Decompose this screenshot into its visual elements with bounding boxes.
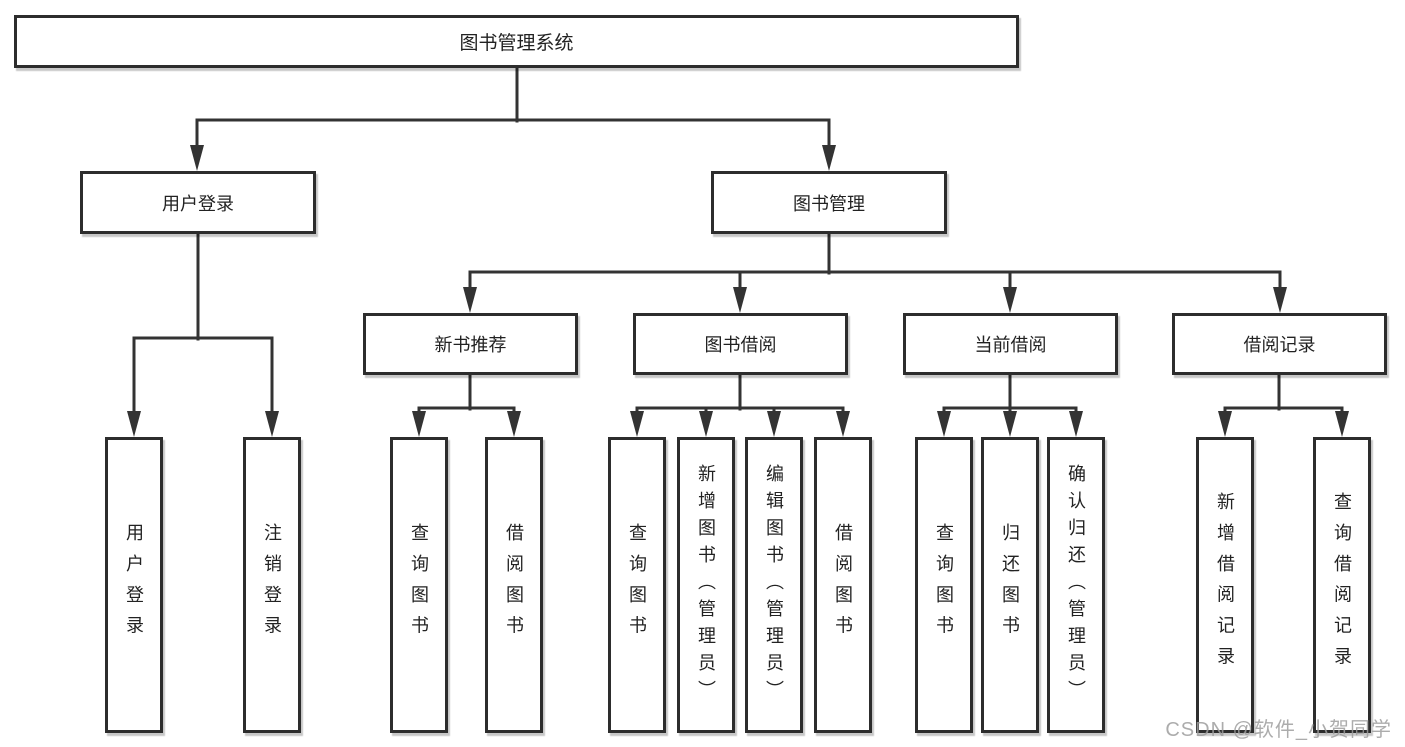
- node-label: 编辑图书（管理员）: [764, 463, 784, 707]
- node-label: 新增图书（管理员）: [696, 463, 716, 707]
- node-label: 借阅图书: [504, 523, 524, 647]
- node-label: 查询图书: [409, 523, 429, 647]
- leaf-confirm-return-admin: 确认归还（管理员）: [1047, 437, 1105, 733]
- node-label: 查询图书: [627, 523, 647, 647]
- node-label: 注销登录: [262, 523, 282, 647]
- node-label: 归还图书: [1000, 523, 1020, 647]
- leaf-borrow-books-recommend: 借阅图书: [485, 437, 543, 733]
- node-label: 图书管理系统: [459, 33, 574, 54]
- node-label: 用户登录: [124, 523, 144, 647]
- node-user-login: 用户登录: [80, 171, 316, 234]
- node-label: 当前借阅: [974, 335, 1047, 355]
- node-current-borrowing: 当前借阅: [903, 313, 1118, 375]
- node-book-management: 图书管理: [711, 171, 947, 234]
- leaf-query-borrow-record: 查询借阅记录: [1313, 437, 1371, 733]
- leaf-edit-books-admin: 编辑图书（管理员）: [745, 437, 803, 733]
- node-book-borrowing: 图书借阅: [633, 313, 848, 375]
- node-label: 查询图书: [934, 523, 954, 647]
- leaf-query-books-borrow: 查询图书: [608, 437, 666, 733]
- leaf-query-books-current: 查询图书: [915, 437, 973, 733]
- node-label: 确认归还（管理员）: [1066, 463, 1086, 707]
- leaf-add-borrow-record: 新增借阅记录: [1196, 437, 1254, 733]
- leaf-user-login: 用户登录: [105, 437, 163, 733]
- leaf-query-books-recommend: 查询图书: [390, 437, 448, 733]
- node-label: 图书管理: [793, 193, 865, 214]
- node-label: 借阅图书: [833, 523, 853, 647]
- node-label: 用户登录: [162, 193, 234, 214]
- node-label: 查询借阅记录: [1332, 492, 1352, 678]
- csdn-watermark: CSDN @软件_小贺同学: [1165, 719, 1392, 741]
- leaf-return-books: 归还图书: [981, 437, 1039, 733]
- node-label: 借阅记录: [1243, 335, 1316, 355]
- node-label: 图书借阅: [704, 335, 777, 355]
- node-library-management-system: 图书管理系统: [14, 15, 1019, 68]
- leaf-logout-login: 注销登录: [243, 437, 301, 733]
- leaf-add-books-admin: 新增图书（管理员）: [677, 437, 735, 733]
- node-label: 新增借阅记录: [1215, 492, 1235, 678]
- node-label: 新书推荐: [434, 335, 507, 355]
- leaf-borrow-books: 借阅图书: [814, 437, 872, 733]
- node-borrowing-records: 借阅记录: [1172, 313, 1387, 375]
- node-new-book-recommendation: 新书推荐: [363, 313, 578, 375]
